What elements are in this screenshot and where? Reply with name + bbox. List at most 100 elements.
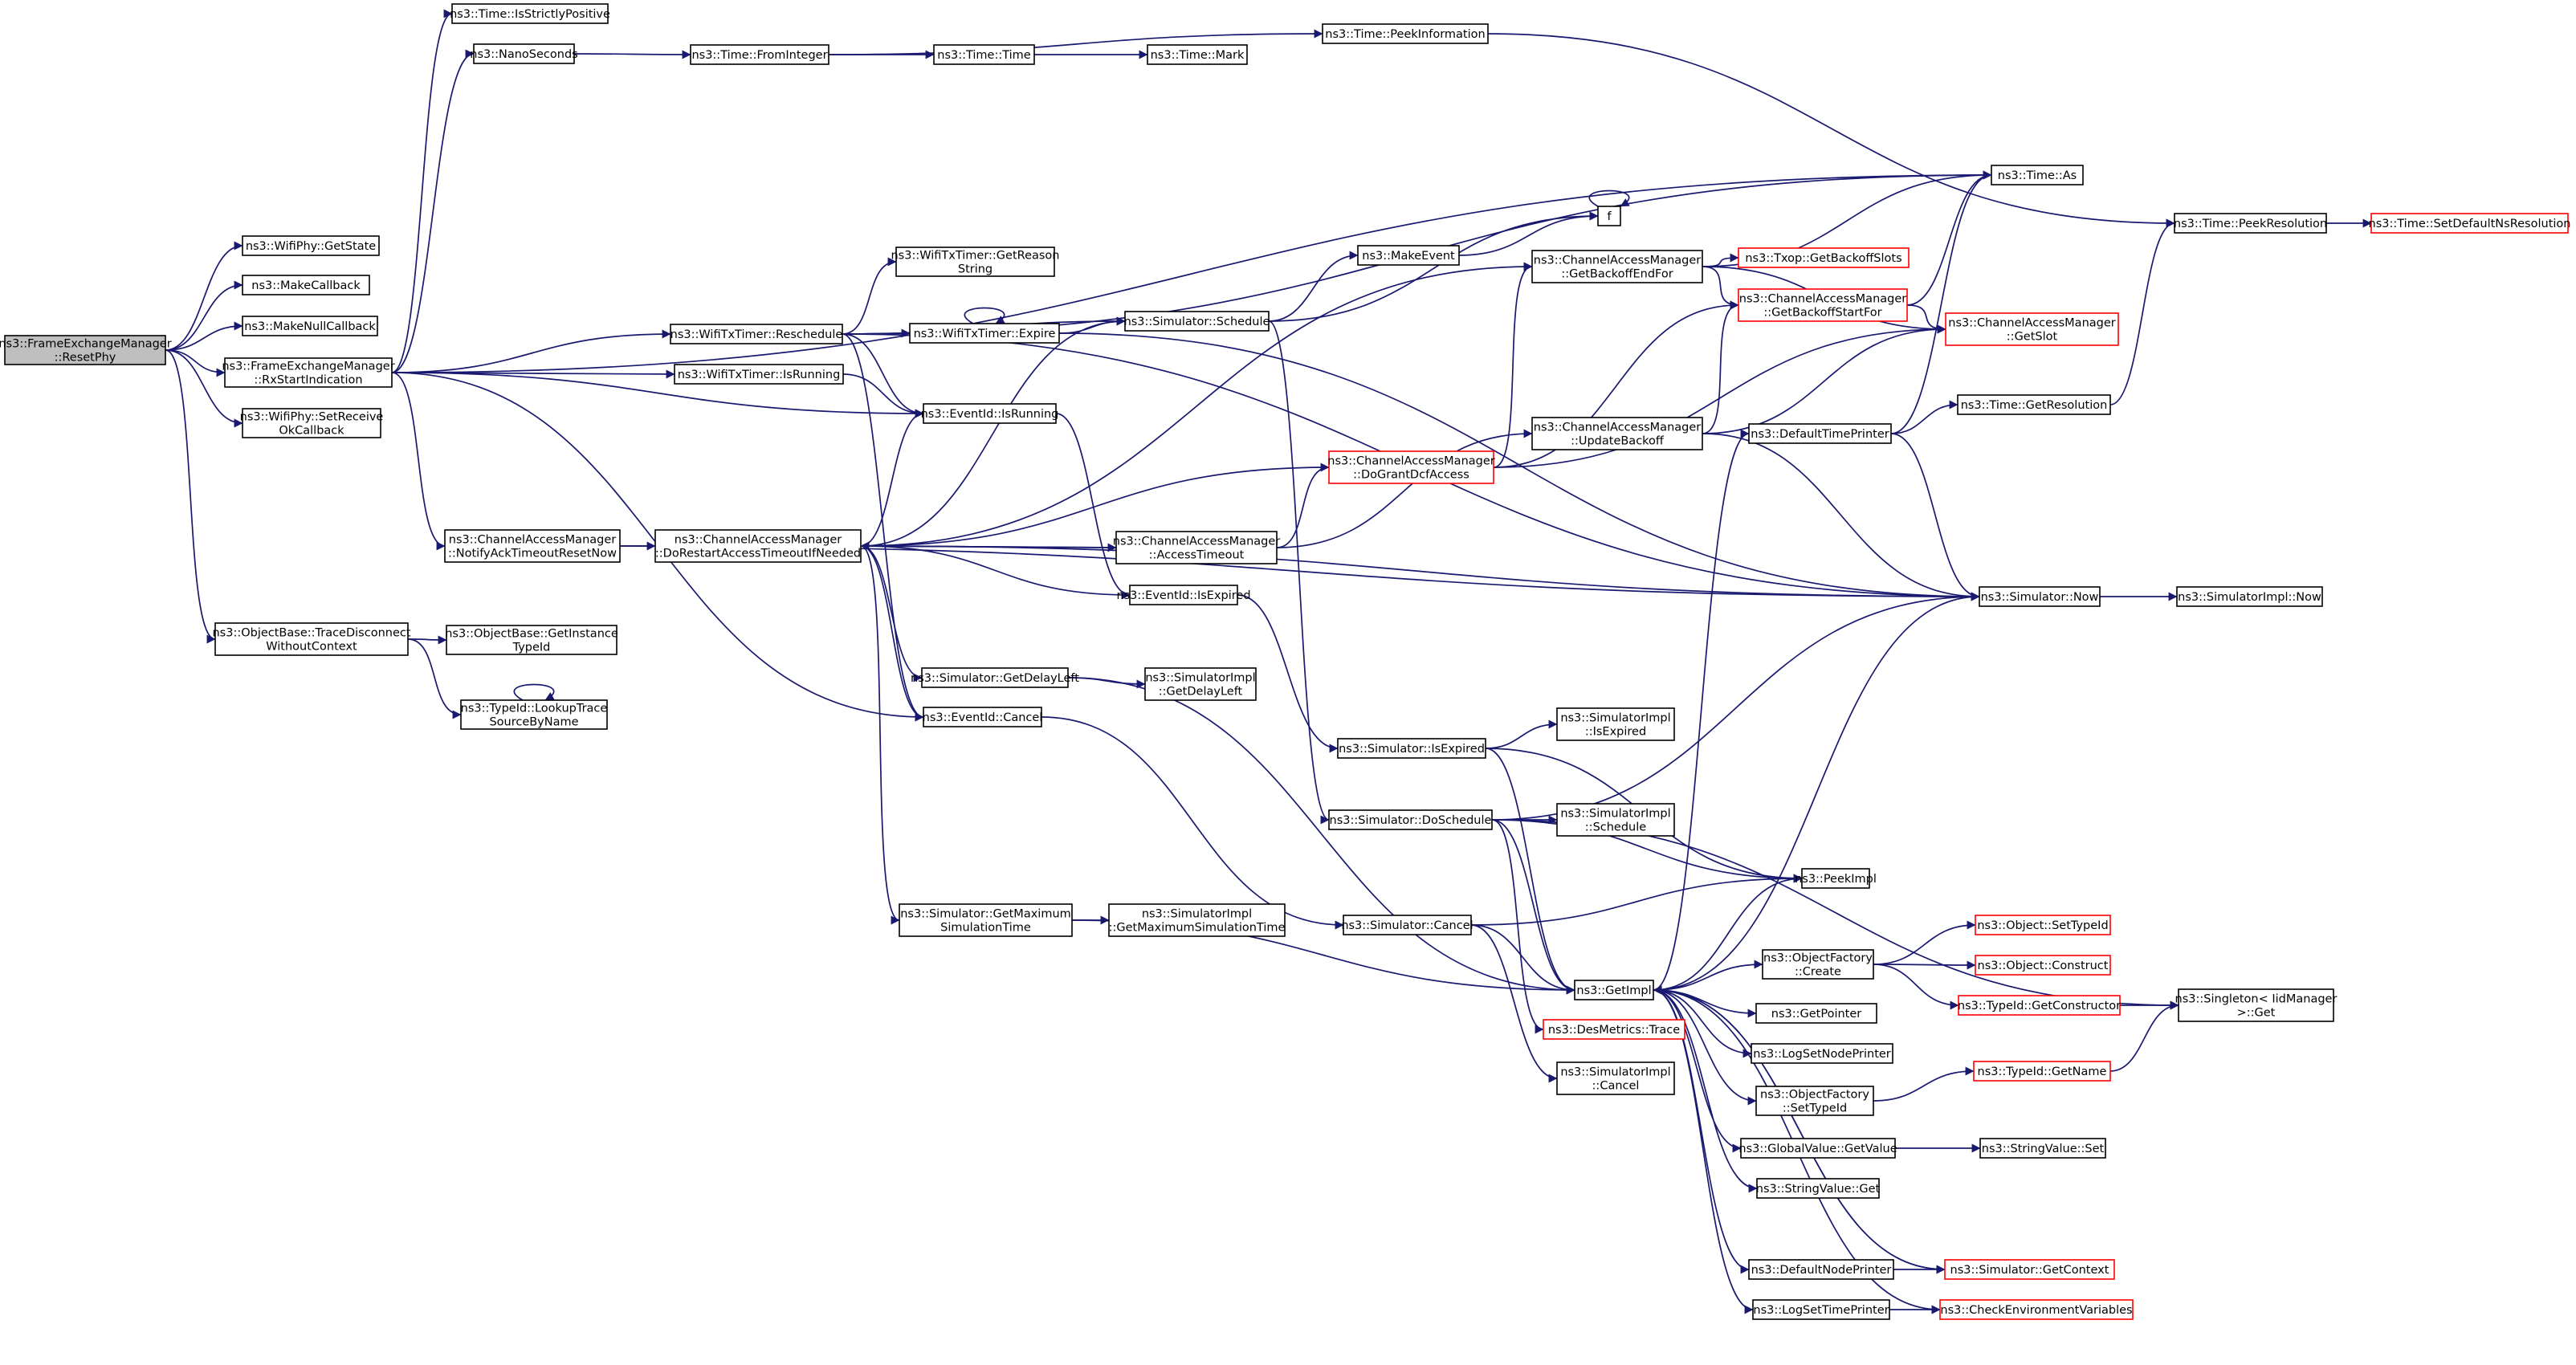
node-label: ::GetSlot xyxy=(2007,331,2058,344)
node-box xyxy=(1597,206,1621,226)
node-ns3-simulatorimpl-schedule[interactable]: ns3::SimulatorImpl::Schedule xyxy=(1556,803,1675,837)
edge-n38-to-n36 xyxy=(1702,324,1946,434)
node-ns3-makenullcallback[interactable]: ns3::MakeNullCallback xyxy=(242,316,378,336)
node-ns3-channelaccessmanager-getslot[interactable]: ns3::ChannelAccessManager::GetSlot xyxy=(1945,312,2119,346)
node-label: ::RxStartIndication xyxy=(254,374,362,387)
node-ns3-simulatorimpl-now[interactable]: ns3::SimulatorImpl::Now xyxy=(2176,586,2323,607)
edge-n51-to-n60 xyxy=(1653,989,1752,1058)
node-ns3-wifitxtimer-isrunning[interactable]: ns3::WifiTxTimer::IsRunning xyxy=(674,364,844,385)
node-ns3-frameexchangemanager-rxstartindication[interactable]: ns3::FrameExchangeManager::RxStartIndica… xyxy=(222,357,395,388)
node-ns3-eventid-isrunning[interactable]: ns3::EventId::IsRunning xyxy=(921,403,1059,424)
node-ns3-object-settypeid[interactable]: ns3::Object::SetTypeId xyxy=(1975,915,2111,935)
node-ns3-time-setdefaultnsresolution[interactable]: ns3::Time::SetDefaultNsResolution xyxy=(2369,213,2571,234)
edge-n22-to-n24 xyxy=(860,545,1131,600)
node-ns3-nanoseconds[interactable]: ns3::NanoSeconds xyxy=(470,43,578,64)
node-ns3-simulatorimpl-getmaximumsimulationtime[interactable]: ns3::SimulatorImpl::GetMaximumSimulation… xyxy=(1108,903,1286,937)
node-ns3-simulatorimpl-isexpired[interactable]: ns3::SimulatorImpl::IsExpired xyxy=(1556,707,1675,741)
node-ns3-logsettimeprinter[interactable]: ns3::LogSetTimePrinter xyxy=(1752,1299,1890,1320)
node-ns3-channelaccessmanager-getbackoffstartfor[interactable]: ns3::ChannelAccessManager::GetBackoffSta… xyxy=(1738,288,1908,322)
node-ns3-simulator-getcontext[interactable]: ns3::Simulator::GetContext xyxy=(1944,1259,2115,1280)
node-ns3-simulator-schedule[interactable]: ns3::Simulator::Schedule xyxy=(1124,311,1270,332)
node-ns3-peekimpl[interactable]: ns3::PeekImpl xyxy=(1795,868,1877,889)
edge-n21-to-n41 xyxy=(619,545,1980,601)
node-ns3-simulator-doschedule[interactable]: ns3::Simulator::DoSchedule xyxy=(1328,809,1493,830)
node-box xyxy=(1147,44,1248,65)
node-f[interactable]: f xyxy=(1597,206,1621,226)
node-ns3-simulator-isexpired[interactable]: ns3::Simulator::IsExpired xyxy=(1337,738,1486,759)
node-ns3-eventid-isexpired[interactable]: ns3::EventId::IsExpired xyxy=(1116,585,1251,605)
node-ns3-objectbase-tracedisconnectwithoutcontext[interactable]: ns3::ObjectBase::TraceDisconnectWithoutC… xyxy=(212,622,411,656)
node-ns3-txop-getbackoffslots[interactable]: ns3::Txop::GetBackoffSlots xyxy=(1738,247,1910,268)
node-box xyxy=(1979,1138,2106,1159)
node-ns3-time-peekinformation[interactable]: ns3::Time::PeekInformation xyxy=(1322,23,1489,44)
node-ns3-objectfactory-settypeid[interactable]: ns3::ObjectFactory::SetTypeId xyxy=(1755,1086,1874,1116)
node-box xyxy=(1357,245,1460,266)
node-ns3-wifitxtimer-reschedule[interactable]: ns3::WifiTxTimer::Reschedule xyxy=(670,324,843,344)
node-box xyxy=(1574,980,1654,1000)
node-ns3-channelaccessmanager-accesstimeout[interactable]: ns3::ChannelAccessManager::AccessTimeout xyxy=(1113,531,1281,564)
node-label: ns3::FrameExchangeManager xyxy=(222,361,394,373)
node-ns3-time-isstrictlypositive[interactable]: ns3::Time::IsStrictlyPositive xyxy=(450,3,610,24)
node-ns3-wifiphy-getstate[interactable]: ns3::WifiPhy::GetState xyxy=(242,235,380,256)
edge-n6-to-n29 xyxy=(407,638,462,719)
node-ns3-makeevent[interactable]: ns3::MakeEvent xyxy=(1357,245,1460,266)
edge-n0-to-n2 xyxy=(165,280,243,351)
node-ns3-eventid-cancel[interactable]: ns3::EventId::Cancel xyxy=(923,707,1043,727)
node-ns3-channelaccessmanager-updatebackoff[interactable]: ns3::ChannelAccessManager::UpdateBackoff xyxy=(1531,417,1703,450)
node-ns3-getpointer[interactable]: ns3::GetPointer xyxy=(1755,1003,1877,1024)
node-ns3-logsetnodeprinter[interactable]: ns3::LogSetNodePrinter xyxy=(1751,1043,1893,1064)
node-ns3-time-mark[interactable]: ns3::Time::Mark xyxy=(1147,44,1248,65)
node-ns3-stringvalue-set[interactable]: ns3::StringValue::Set xyxy=(1979,1138,2106,1159)
node-label: ns3::DesMetrics::Trace xyxy=(1548,1024,1680,1037)
node-box xyxy=(923,403,1057,424)
node-ns3-simulatorimpl-getdelayleft[interactable]: ns3::SimulatorImpl::GetDelayLeft xyxy=(1144,667,1257,701)
node-ns3-channelaccessmanager-notifyacktimeoutresetnow[interactable]: ns3::ChannelAccessManager::NotifyAckTime… xyxy=(444,529,621,563)
node-ns3-channelaccessmanager-getbackoffendfor[interactable]: ns3::ChannelAccessManager::GetBackoffEnd… xyxy=(1531,250,1703,283)
node-ns3-simulator-getmaximumsimulationtime[interactable]: ns3::Simulator::GetMaximumSimulationTime xyxy=(899,903,1073,937)
node-ns3-globalvalue-getvalue[interactable]: ns3::GlobalValue::GetValue xyxy=(1738,1138,1897,1159)
node-ns3-simulatorimpl-cancel[interactable]: ns3::SimulatorImpl::Cancel xyxy=(1556,1061,1675,1095)
node-ns3-time-as[interactable]: ns3::Time::As xyxy=(1991,165,2084,185)
node-ns3-channelaccessmanager-dograntdcfaccess[interactable]: ns3::ChannelAccessManager::DoGrantDcfAcc… xyxy=(1327,450,1495,484)
node-ns3-singleton-iidmanager-get[interactable]: ns3::Singleton< IidManager>::Get xyxy=(2175,988,2338,1022)
node-ns3-simulator-cancel[interactable]: ns3::Simulator::Cancel xyxy=(1341,915,1473,935)
node-ns3-simulator-now[interactable]: ns3::Simulator::Now xyxy=(1979,586,2101,607)
node-label: ns3::Simulator::Now xyxy=(1981,591,2099,604)
node-ns3-objectfactory-create[interactable]: ns3::ObjectFactory::Create xyxy=(1762,949,1874,980)
node-label: ::IsExpired xyxy=(1585,726,1646,739)
node-label: ns3::SimulatorImpl xyxy=(1145,672,1255,685)
edge-n43-to-n51 xyxy=(1485,748,1575,995)
node-ns3-wifitxtimer-expire[interactable]: ns3::WifiTxTimer::Expire xyxy=(909,323,1060,344)
node-ns3-defaultnodeprinter[interactable]: ns3::DefaultNodePrinter xyxy=(1748,1259,1894,1280)
node-box xyxy=(909,323,1060,344)
node-box xyxy=(1939,1299,2134,1320)
node-ns3-time-frominteger[interactable]: ns3::Time::FromInteger xyxy=(690,44,829,65)
node-label: ns3::TypeId::GetName xyxy=(1978,1066,2107,1078)
node-ns3-object-construct[interactable]: ns3::Object::Construct xyxy=(1975,955,2111,976)
node-ns3-time-time[interactable]: ns3::Time::Time xyxy=(933,44,1035,65)
edge-n9-to-n12 xyxy=(828,29,1323,55)
node-box xyxy=(1748,1259,1894,1280)
node-ns3-desmetrics-trace[interactable]: ns3::DesMetrics::Trace xyxy=(1543,1019,1685,1040)
node-ns3-time-peekresolution[interactable]: ns3::Time::PeekResolution xyxy=(2174,213,2327,234)
node-ns3-typeid-getname[interactable]: ns3::TypeId::GetName xyxy=(1973,1061,2111,1082)
node-ns3-frameexchangemanager-resetphy[interactable]: ns3::FrameExchangeManager::ResetPhy xyxy=(0,335,172,365)
node-ns3-simulator-getdelayleft[interactable]: ns3::Simulator::GetDelayLeft xyxy=(911,667,1079,688)
node-label: ns3::PeekImpl xyxy=(1795,873,1877,886)
edge-n4-to-n16 xyxy=(391,329,671,373)
node-ns3-defaulttimeprinter[interactable]: ns3::DefaultTimePrinter xyxy=(1748,423,1892,444)
node-ns3-makecallback[interactable]: ns3::MakeCallback xyxy=(242,275,370,295)
node-ns3-channelaccessmanager-dorestartaccesstimeoutifneeded[interactable]: ns3::ChannelAccessManager::DoRestartAcce… xyxy=(654,529,862,563)
node-ns3-time-getresolution[interactable]: ns3::Time::GetResolution xyxy=(1957,394,2111,415)
node-ns3-typeid-getconstructor[interactable]: ns3::TypeId::GetConstructor xyxy=(1958,995,2121,1016)
edge-n35-to-n15 xyxy=(1906,170,1992,306)
node-ns3-checkenvironmentvariables[interactable]: ns3::CheckEnvironmentVariables xyxy=(1939,1299,2134,1320)
node-ns3-getimpl[interactable]: ns3::GetImpl xyxy=(1574,980,1654,1000)
node-ns3-stringvalue-get[interactable]: ns3::StringValue::Get xyxy=(1756,1178,1881,1199)
node-label: ns3::Time::Time xyxy=(937,49,1031,62)
node-label: ns3::WifiTxTimer::GetReason xyxy=(891,250,1059,263)
